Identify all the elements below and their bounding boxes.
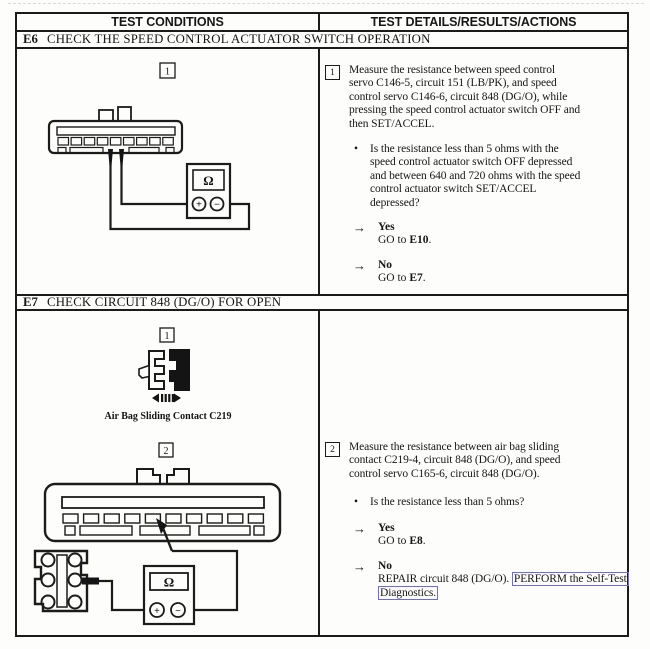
contact-bracket (148, 350, 165, 390)
e6-circuit-diagram: 1 (47, 62, 251, 231)
speed-control-servo-connector (47, 106, 184, 155)
e7-conditions-cell: 1 Air Bag Sliding Contact C219 (17, 311, 318, 635)
answer-yes: Yes (378, 221, 395, 233)
contact-block (169, 349, 190, 391)
e7-details-cell: 2 Measure the resistance between air bag… (320, 311, 630, 635)
section-id: E7 (23, 295, 38, 309)
connector-pins (62, 513, 265, 524)
goto-target: E7 (409, 272, 423, 285)
bullet-icon: • (354, 496, 359, 508)
action-yes: GO to E10. (378, 234, 432, 247)
bullet-icon: • (354, 143, 359, 155)
e6-conditions-cell: 1 (17, 49, 318, 294)
e7-question: • Is the resistance less than 5 ohms? (354, 496, 524, 509)
plus-terminal (149, 602, 165, 618)
e6-instruction: Measure the resistance between speed con… (349, 64, 581, 130)
arrow-icon: → (353, 521, 366, 536)
step-1-marker: 1 (159, 327, 175, 343)
section-e7-title-row: E7 CHECK CIRCUIT 848 (DG/O) FOR OPEN (17, 295, 627, 309)
minus-terminal-label: − (175, 606, 181, 617)
wire-to-minus (172, 549, 239, 612)
step-1-marker-label: 1 (165, 67, 170, 78)
column-divider (318, 14, 320, 30)
action-yes: GO to E8. (378, 535, 426, 548)
wire-to-plus (120, 164, 192, 206)
goto-target: E8 (409, 535, 423, 548)
step-2-marker: 2 (158, 442, 174, 458)
section-id: E6 (23, 32, 38, 46)
row-divider (17, 30, 627, 32)
omega-symbol: Ω (164, 575, 174, 590)
arrow-icon: → (353, 559, 366, 574)
contact-tab (138, 364, 150, 379)
terminal-cavities (40, 552, 83, 610)
connector-pins (57, 136, 174, 146)
header-test-details: TEST DETAILS/RESULTS/ACTIONS (370, 15, 577, 29)
answer-no: No (378, 259, 393, 271)
section-e6-title-row: E6 CHECK THE SPEED CONTROL ACTUATOR SWIT… (17, 32, 627, 47)
e6-question-text: Is the resistance less than 5 ohms with … (370, 143, 581, 209)
air-bag-sliding-contact-illustration: Air Bag Sliding Contact C219 (104, 349, 232, 422)
row-divider (17, 294, 627, 296)
plus-terminal (191, 196, 207, 212)
row-divider (17, 309, 627, 311)
e6-details-cell: 1 Measure the resistance between speed c… (320, 49, 627, 294)
arrow-icon: → (353, 220, 366, 235)
test-probe-icon (119, 149, 124, 166)
step-number-box: 2 (325, 442, 340, 457)
section-title: CHECK CIRCUIT 848 (DG/O) FOR OPEN (47, 295, 282, 309)
omega-symbol: Ω (203, 173, 213, 188)
step-2-marker-label: 2 (164, 446, 169, 457)
slide-direction-arrow-icon (152, 393, 181, 403)
wire-to-minus (109, 164, 251, 231)
pin-pointer-arrow-icon (156, 518, 174, 552)
answer-yes: Yes (378, 522, 395, 534)
answer-no: No (378, 560, 393, 572)
plus-terminal-label: + (154, 606, 160, 617)
e6-step: 1 Measure the resistance between speed c… (325, 64, 580, 131)
test-table: TEST CONDITIONS TEST DETAILS/RESULTS/ACT… (15, 12, 629, 637)
header-test-conditions: TEST CONDITIONS (111, 15, 224, 29)
column-divider (318, 49, 320, 294)
minus-terminal (170, 602, 186, 618)
e7-step: 2 Measure the resistance between air bag… (325, 441, 560, 481)
e6-result-yes: → Yes GO to E10. (353, 221, 431, 248)
section-title: CHECK THE SPEED CONTROL ACTUATOR SWITCH … (47, 32, 431, 46)
goto-target: E10 (409, 234, 429, 247)
mating-connector-end-view (33, 549, 89, 613)
step-1-marker: 1 (159, 62, 176, 79)
arrow-icon: → (353, 258, 366, 273)
e7-question-text: Is the resistance less than 5 ohms? (370, 496, 525, 508)
scan-artifact-line (8, 3, 644, 4)
e7-result-no: → No REPAIR circuit 848 (DG/O). PERFORM … (353, 560, 630, 600)
action-no: REPAIR circuit 848 (DG/O). PERFORM the S… (378, 572, 629, 600)
test-probe-icon (108, 149, 113, 166)
column-divider (318, 311, 320, 635)
e7-result-yes: → Yes GO to E8. (353, 522, 426, 549)
e6-question: • Is the resistance less than 5 ohms wit… (354, 143, 580, 210)
row-divider (17, 47, 627, 49)
action-no: GO to E7. (378, 272, 426, 285)
ohmmeter-icon: Ω + − (185, 162, 232, 220)
wire-to-plus (99, 579, 150, 612)
e6-result-no: → No GO to E7. (353, 259, 426, 286)
diagram-caption: Air Bag Sliding Contact C219 (104, 411, 231, 422)
plus-terminal-label: + (196, 200, 202, 211)
connector-lower-slots (57, 146, 175, 154)
minus-terminal-label: − (214, 200, 220, 211)
ohmmeter-icon: Ω + − (142, 564, 196, 626)
e7-circuit-diagram: 1 Air Bag Sliding Contact C219 (33, 327, 282, 626)
self-test-diagnostics-link[interactable]: PERFORM the Self-Test Diagnostics. (378, 572, 629, 600)
test-probe-icon (82, 577, 99, 585)
step-number-box: 1 (325, 65, 340, 80)
step-1-marker-label: 1 (165, 331, 170, 342)
speed-control-servo-connector (43, 468, 282, 543)
minus-terminal (209, 196, 225, 212)
e7-instruction: Measure the resistance between air bag s… (349, 441, 561, 480)
